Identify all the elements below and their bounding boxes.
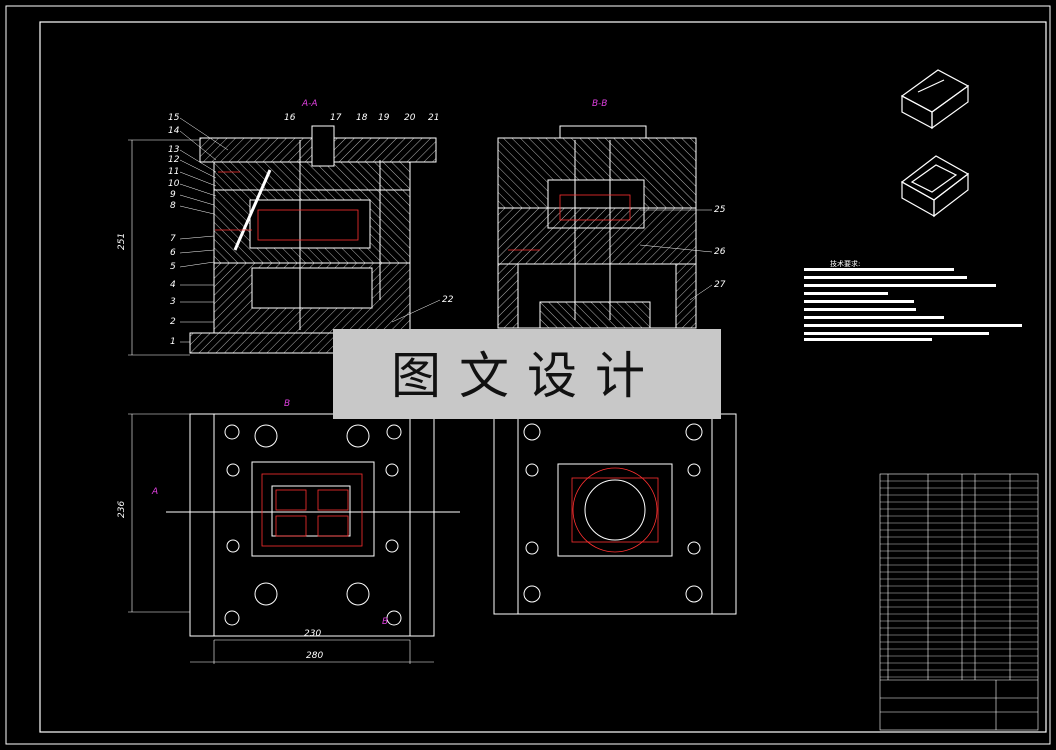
section-bb-hidden-lines xyxy=(508,194,631,251)
part-16: 16 xyxy=(284,113,296,123)
part-7: 7 xyxy=(170,234,176,244)
part-17: 17 xyxy=(330,113,342,123)
part-26: 26 xyxy=(714,247,726,257)
bom-rows xyxy=(880,480,1038,678)
plan-view-right-hidden xyxy=(571,467,659,553)
part-18: 18 xyxy=(356,113,368,123)
dim-height-plan: 236 xyxy=(117,501,127,518)
part-2: 2 xyxy=(170,317,176,327)
inner-border xyxy=(39,21,1047,733)
notes-title: 技术要求: xyxy=(830,259,860,268)
outer-border xyxy=(5,5,1051,745)
part-3: 3 xyxy=(170,297,176,307)
part-labels-left: 15 14 13 12 11 10 9 8 7 6 5 4 3 2 1 xyxy=(168,113,180,347)
part-14: 14 xyxy=(168,126,180,136)
title-block xyxy=(879,473,1039,731)
section-label-bb: B-B xyxy=(592,99,607,109)
part-10: 10 xyxy=(168,179,180,189)
part-20: 20 xyxy=(404,113,416,123)
section-aa-hidden-lines xyxy=(215,171,359,241)
section-label-aa: A-A xyxy=(301,99,318,109)
dim-width-230: 230 xyxy=(304,629,321,639)
plan-view-left-hidden xyxy=(261,473,363,547)
part-27: 27 xyxy=(714,280,726,290)
part-6: 6 xyxy=(170,248,176,258)
section-arrow-b-top: B xyxy=(284,399,290,409)
part-labels-top: 16 17 18 19 20 21 xyxy=(284,113,439,123)
plan-view-left xyxy=(166,413,460,637)
isometric-part-bottom xyxy=(900,155,970,218)
section-arrow-b-bottom: B xyxy=(382,617,388,627)
part-15: 15 xyxy=(168,113,180,123)
part-25: 25 xyxy=(714,205,726,215)
part-12: 12 xyxy=(168,155,180,165)
section-aa-view xyxy=(189,125,437,354)
notes-lines xyxy=(804,268,1022,341)
part-21: 21 xyxy=(428,113,439,123)
section-arrow-a: A xyxy=(151,487,158,497)
section-bb-view xyxy=(497,125,697,329)
part-9: 9 xyxy=(170,190,176,200)
dim-height-left: 251 xyxy=(117,233,127,250)
watermark-banner xyxy=(333,329,721,419)
dim-width-280: 280 xyxy=(306,651,323,661)
part-11: 11 xyxy=(168,167,179,177)
part-labels-right: 25 26 27 22 xyxy=(442,205,726,305)
part-22: 22 xyxy=(442,295,454,305)
part-13: 13 xyxy=(168,145,180,155)
isometric-part-top xyxy=(900,69,970,130)
part-1: 1 xyxy=(170,337,176,347)
part-19: 19 xyxy=(378,113,390,123)
watermark-text: 图文设计 xyxy=(391,347,663,405)
part-4: 4 xyxy=(170,280,176,290)
plan-view-right xyxy=(493,413,737,615)
part-5: 5 xyxy=(170,262,176,272)
part-8: 8 xyxy=(170,201,176,211)
